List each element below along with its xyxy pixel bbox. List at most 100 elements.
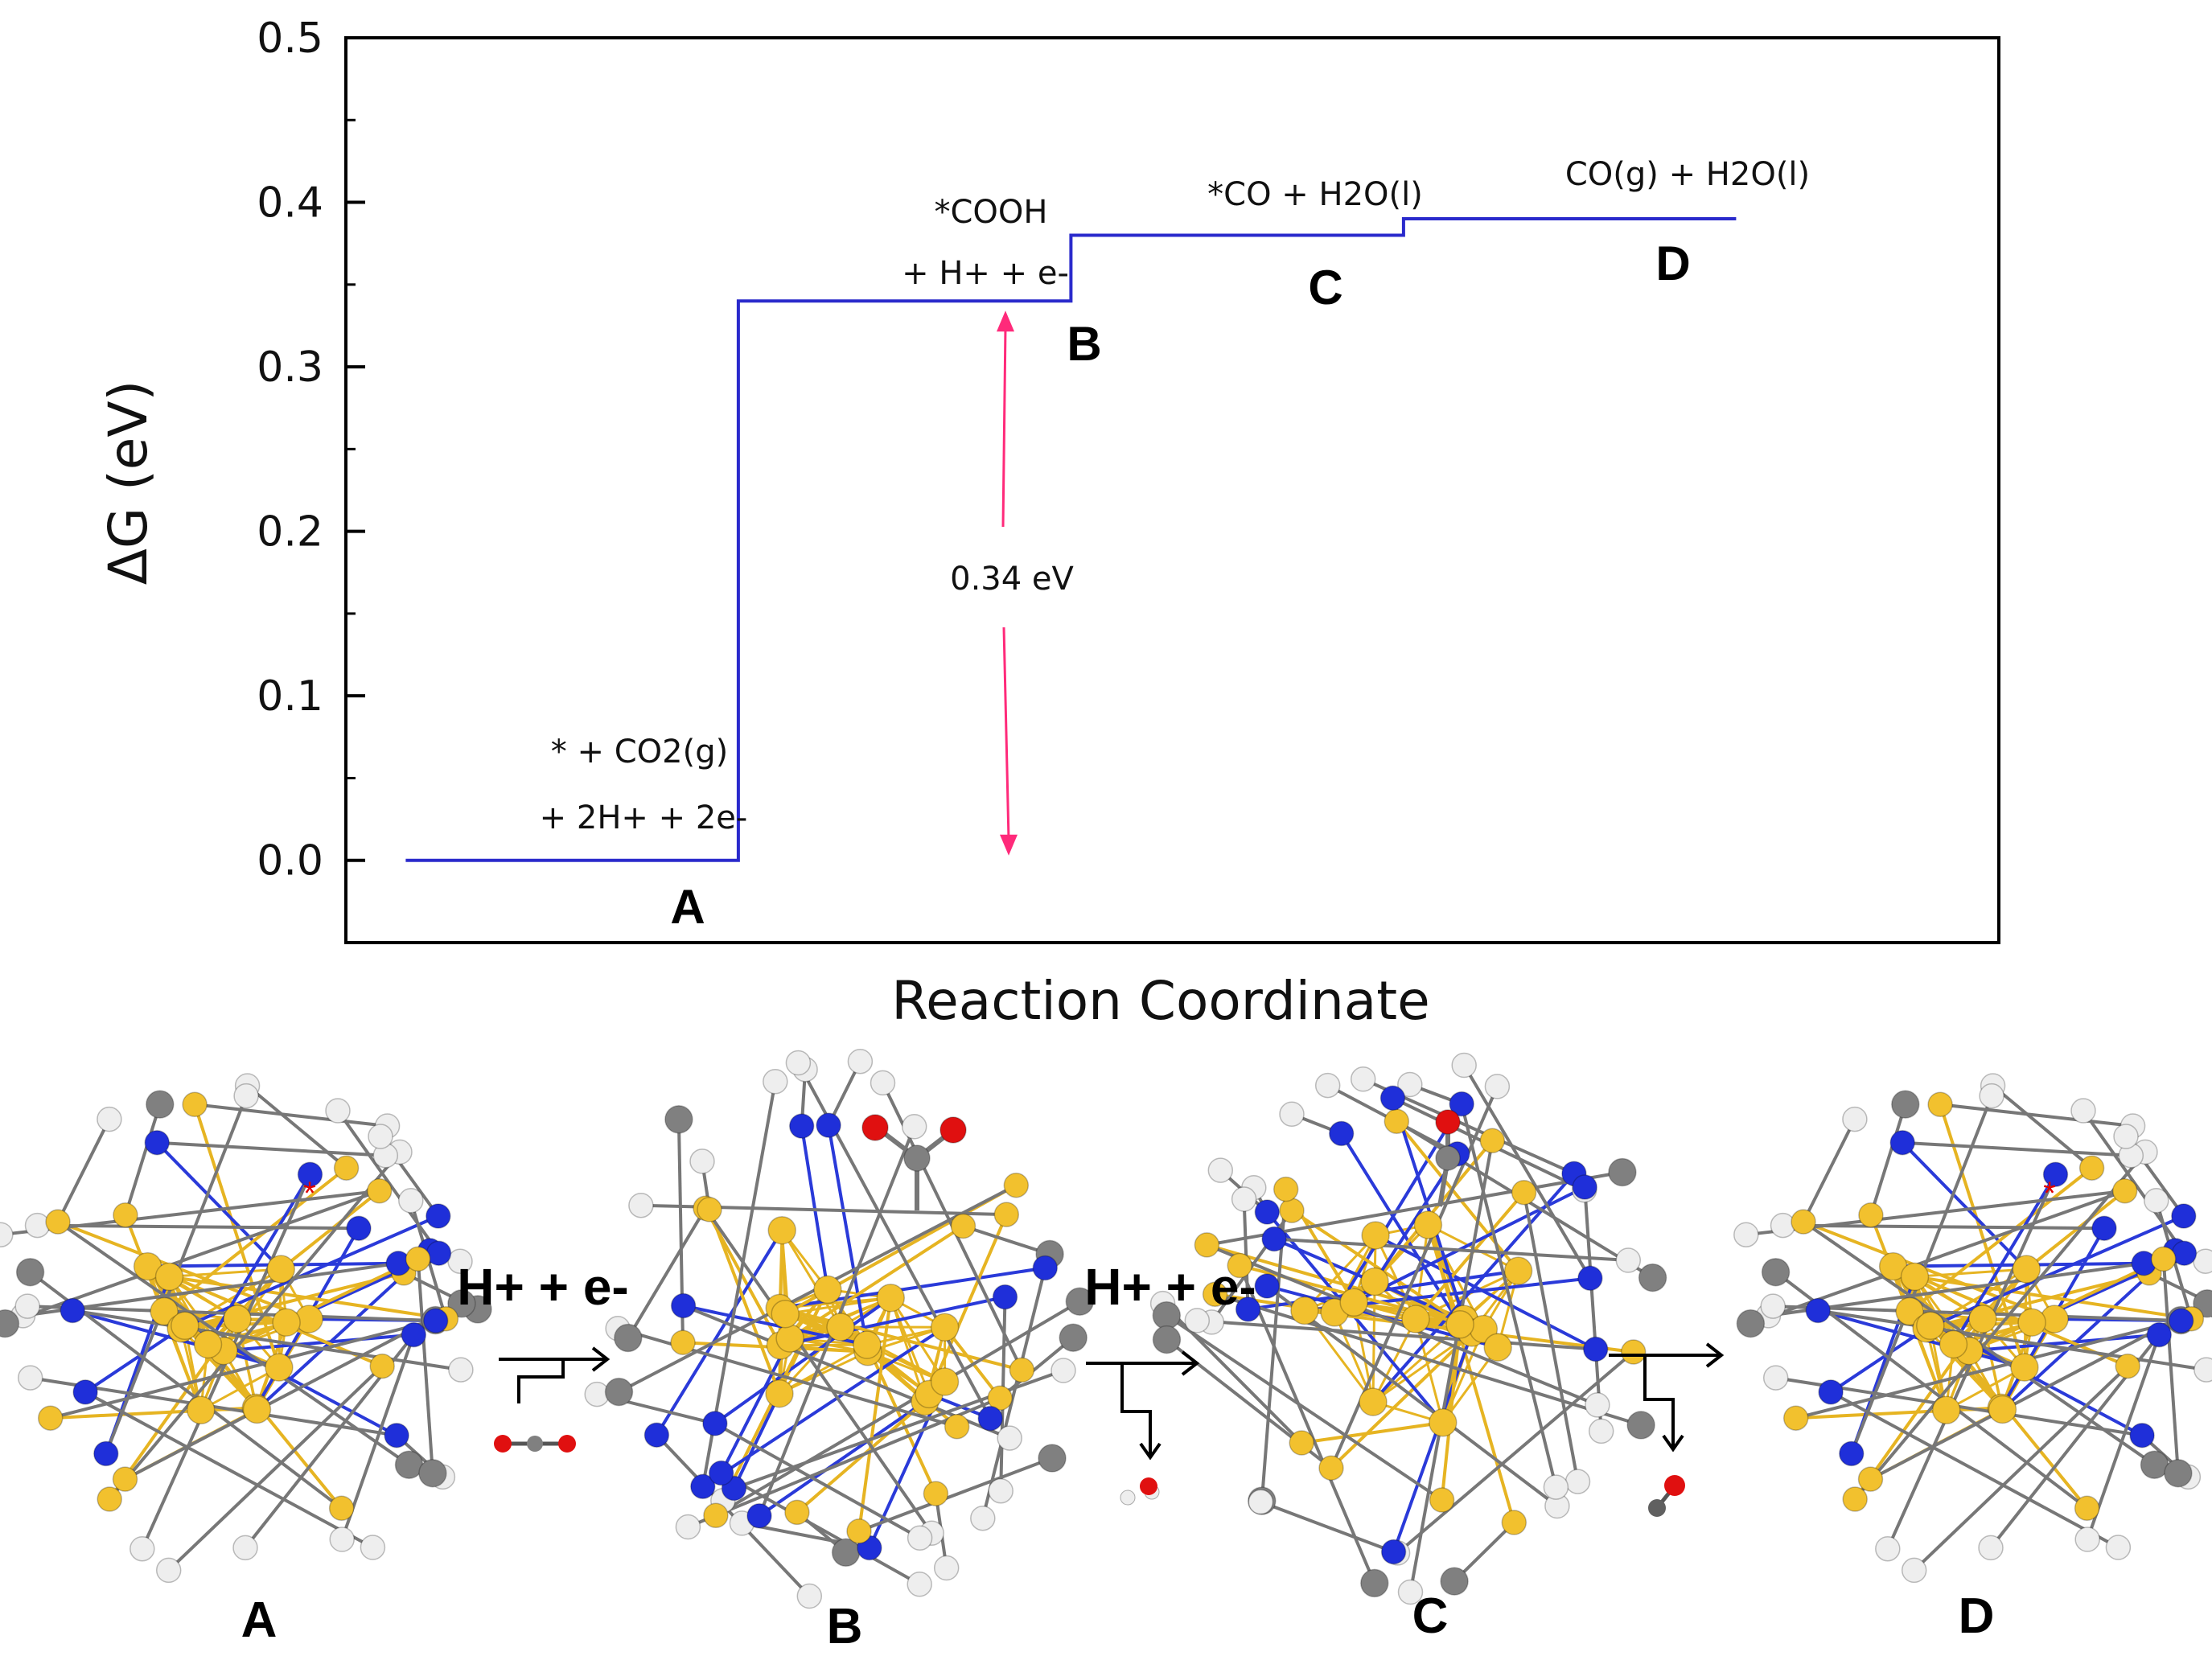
gold-atom: [930, 1367, 960, 1396]
sulfur-atom: [1273, 1176, 1299, 1202]
bond: [1926, 1214, 2185, 1330]
sulfur-atom: [1429, 1487, 1455, 1513]
active-site-marker-a: *: [303, 1176, 316, 1211]
sulfur-atom: [37, 1405, 64, 1431]
sulfur-atom: [2150, 1246, 2177, 1272]
nitrogen-atom: [2168, 1308, 2194, 1333]
bond: [1914, 1268, 2027, 1278]
hydrogen-atom: [368, 1124, 393, 1149]
hydrogen-atom: [1733, 1222, 1759, 1247]
gold-atom: [1900, 1262, 1930, 1292]
sulfur-atom: [1501, 1510, 1527, 1535]
hydrogen-atom: [870, 1070, 896, 1096]
gold-atom: [771, 1299, 800, 1329]
bond: [1583, 1186, 1603, 1432]
carbon-atom: [1736, 1309, 1766, 1338]
oxygen-atom: [939, 1116, 967, 1144]
bond: [169, 1268, 282, 1278]
carbon-atom: [418, 1458, 447, 1488]
bond: [655, 1229, 783, 1436]
nitrogen-atom: [1577, 1265, 1603, 1292]
sulfur-atom: [1479, 1128, 1506, 1154]
bond: [890, 1296, 946, 1383]
bond: [1330, 1331, 1474, 1469]
bond: [1238, 1264, 1376, 1584]
gold-atom: [266, 1255, 296, 1284]
y-tick-label: 0.5: [257, 14, 323, 63]
bond: [1453, 1521, 1515, 1583]
bond: [1265, 1284, 1559, 1508]
gold-atom: [826, 1313, 855, 1342]
bond: [1371, 1318, 1417, 1403]
hydrogen-atom: [1314, 1072, 1341, 1099]
arrow-head-up-icon: [997, 310, 1014, 332]
nitrogen-atom: [1818, 1379, 1844, 1405]
sulfur-atom: [328, 1495, 355, 1522]
hydrogen-atom: [1588, 1418, 1614, 1444]
bond: [779, 1343, 868, 1395]
hydrogen-atom: [970, 1505, 996, 1531]
bond: [1197, 1318, 1596, 1351]
bond: [1373, 1140, 1494, 1283]
sulfur-atom: [1384, 1108, 1410, 1134]
hydrogen-atom: [689, 1149, 715, 1174]
sulfur-atom: [2078, 1155, 2105, 1181]
x-axis-title: Reaction Coordinate: [891, 970, 1429, 1032]
hydrogen-atom: [1901, 1557, 1927, 1584]
carbon-atom: [1152, 1325, 1182, 1354]
state-c-letter: C: [1308, 261, 1342, 314]
hydrogen-atom: [329, 1527, 355, 1552]
carbon-atom: [1065, 1287, 1095, 1316]
hydrogen-atom: [1397, 1579, 1424, 1605]
nitrogen-atom: [746, 1502, 772, 1529]
y-tick-label: 0.0: [257, 837, 323, 886]
gold-atom: [1401, 1305, 1430, 1333]
sulfur-atom: [944, 1414, 970, 1440]
hydrogen-atom: [785, 1050, 812, 1076]
gold-atom: [1931, 1395, 1961, 1425]
nitrogen-atom: [1839, 1440, 1865, 1467]
bond: [1260, 1500, 1395, 1554]
sulfur-atom: [1009, 1357, 1035, 1383]
sulfur-atom: [369, 1353, 395, 1379]
bond: [1782, 1223, 2105, 1231]
bond: [858, 1457, 1053, 1533]
carbon-atom: [1608, 1157, 1637, 1187]
nitrogen-atom: [977, 1405, 1003, 1432]
bond: [193, 1103, 281, 1368]
carbon-atom: [447, 1289, 476, 1318]
nitrogen-atom: [426, 1203, 451, 1229]
step-1-label: H+ + e-: [457, 1258, 628, 1316]
hydrogen-atom: [796, 1583, 823, 1609]
gold-atom: [265, 1353, 294, 1382]
sulfur-atom: [1194, 1232, 1220, 1258]
hydrogen-atom: [0, 1222, 14, 1247]
bond: [1215, 1292, 1642, 1427]
sulfur-atom: [1782, 1405, 1809, 1431]
bond: [336, 1109, 441, 1255]
bond: [758, 1399, 927, 1518]
gold-atom: [813, 1275, 842, 1305]
gold-atom: [171, 1311, 199, 1341]
carbon-atom: [1638, 1263, 1667, 1292]
gold-atom: [1895, 1296, 1924, 1326]
gold-atom: [1483, 1333, 1512, 1362]
bond: [1166, 1313, 1443, 1502]
bond: [1853, 1151, 2147, 1501]
sulfur-atom: [2111, 1178, 2138, 1204]
nitrogen-atom: [1582, 1336, 1609, 1362]
gold-atom: [1290, 1296, 1319, 1325]
hydrogen-atom: [847, 1048, 874, 1075]
hydrogen-atom: [1397, 1071, 1423, 1098]
nitrogen-atom: [1805, 1297, 1831, 1324]
sulfur-atom: [1620, 1339, 1647, 1365]
bond: [246, 1084, 347, 1169]
bond: [37, 1223, 360, 1231]
gold-atom: [1968, 1305, 1997, 1333]
sulfur-atom: [670, 1329, 696, 1355]
cluster-structure-a: [0, 1073, 492, 1584]
state-b-label-line1: *COOH: [935, 194, 1048, 231]
sulfur-atom: [1003, 1172, 1030, 1198]
hydrogen-atom: [628, 1192, 654, 1218]
hydrogen-atom: [2193, 1357, 2212, 1383]
